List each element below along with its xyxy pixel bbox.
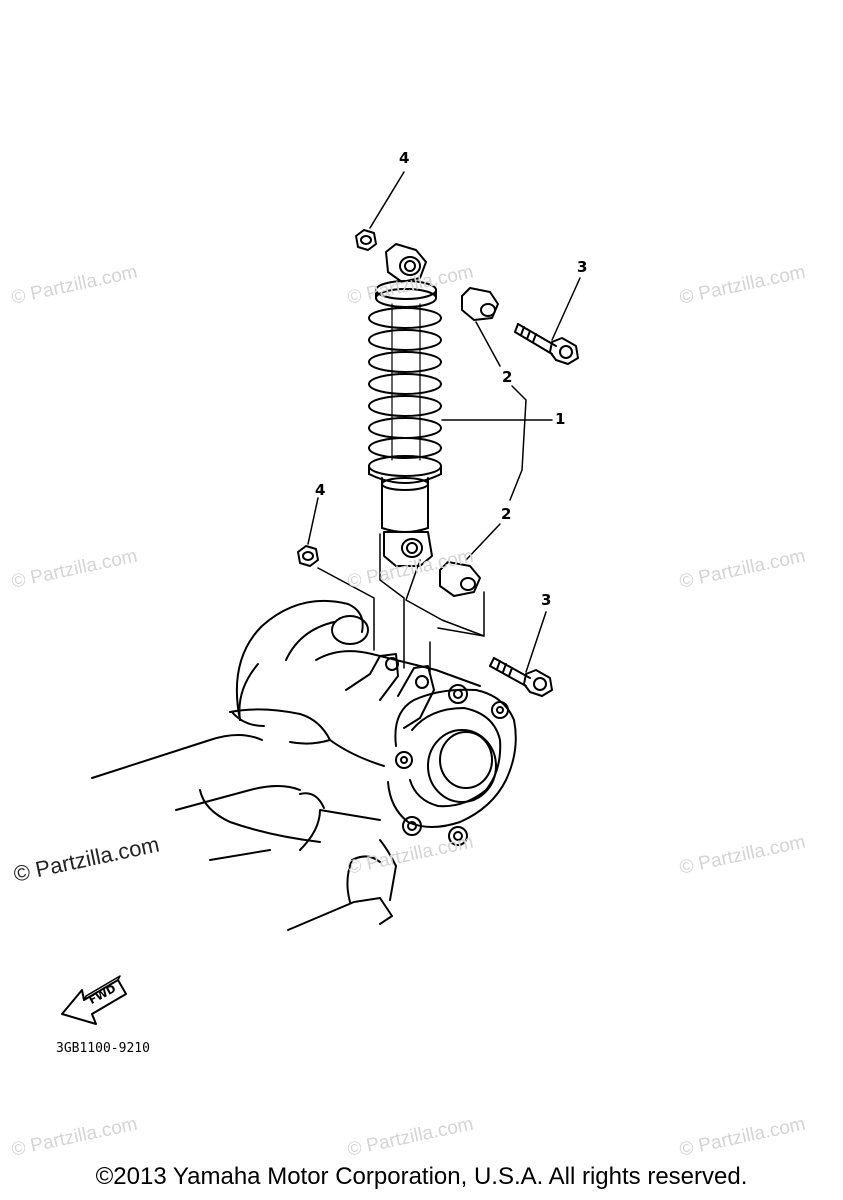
callout-collar-bottom: 2	[501, 505, 512, 523]
callout-collar-top: 2	[502, 368, 513, 386]
callout-nut-top: 4	[399, 149, 410, 167]
callout-nut-bottom: 4	[315, 481, 326, 499]
shock-bottom-eye	[383, 531, 433, 567]
assembly-guide-lines	[317, 533, 485, 673]
bolt-top	[514, 323, 579, 365]
leader-bolt-top	[551, 277, 581, 341]
leader-bolt-bottom	[525, 611, 547, 673]
copyright-notice: ©2013 Yamaha Motor Corporation, U.S.A. A…	[95, 1163, 748, 1190]
axle-housing	[91, 599, 517, 931]
shock-damper-body	[381, 477, 429, 533]
leader-collar-top	[475, 321, 501, 367]
shock-spring	[368, 280, 442, 484]
collar-top	[461, 287, 499, 321]
shock-top-eye	[385, 243, 427, 283]
callout-bolt-bottom: 3	[541, 591, 552, 609]
nut-top	[355, 229, 377, 251]
callout-2-bracket	[509, 385, 527, 501]
diagram-code: 3GB1100-9210	[56, 1041, 150, 1056]
nut-bottom	[297, 545, 319, 567]
bolt-bottom	[489, 657, 553, 697]
fwd-arrow-icon	[61, 975, 127, 1025]
callout-shock-absorber: 1	[555, 410, 566, 428]
leader-collar-bottom	[465, 523, 501, 561]
leader-nut-top	[369, 171, 405, 229]
collar-bottom	[439, 561, 481, 597]
callout-bolt-top: 3	[577, 258, 588, 276]
leader-nut-bottom	[307, 497, 319, 545]
